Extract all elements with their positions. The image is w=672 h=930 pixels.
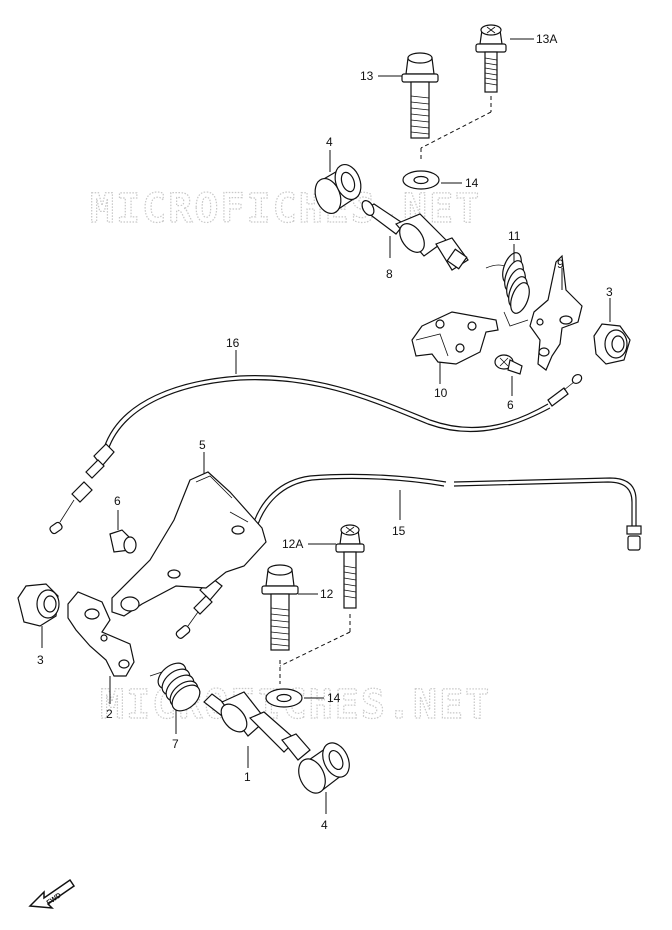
bushing-4-bottom	[298, 742, 350, 794]
cable-16	[49, 373, 583, 535]
callout-7: 7	[172, 737, 179, 751]
bracket-10	[411, 311, 499, 365]
nut-3-left	[17, 583, 60, 627]
callout-9: 9	[557, 257, 564, 271]
callout-10: 10	[434, 386, 448, 400]
callout-4-top: 4	[326, 135, 333, 149]
fwd-arrow-icon: FWD	[28, 878, 76, 909]
callout-4-bottom: 4	[321, 818, 328, 832]
shaft-1	[203, 691, 311, 761]
callout-12: 12	[320, 587, 334, 601]
bracket-5	[111, 471, 267, 617]
bolt-12	[261, 564, 299, 651]
shaft-8	[361, 200, 469, 271]
nut-3-right	[593, 323, 631, 365]
bolt-13a	[475, 24, 507, 93]
callout-12a: 12A	[282, 537, 303, 551]
spring-11	[485, 252, 530, 327]
callout-5: 5	[199, 438, 206, 452]
callout-14-top: 14	[465, 176, 479, 190]
callout-8: 8	[386, 267, 393, 281]
callout-13: 13	[360, 69, 374, 83]
screw-6-left	[109, 529, 137, 554]
callout-15: 15	[392, 524, 406, 538]
callout-2: 2	[106, 707, 113, 721]
callout-6-left: 6	[114, 494, 121, 508]
lever-plate-9	[529, 254, 583, 371]
spring-7	[149, 662, 201, 712]
cable-15	[175, 473, 642, 639]
callout-1: 1	[244, 770, 251, 784]
washer-14-bottom	[265, 688, 303, 708]
callout-13a: 13A	[536, 32, 557, 46]
screw-6-right	[494, 354, 523, 375]
bolt-12a	[335, 524, 365, 609]
bushing-4-top	[314, 163, 362, 215]
callout-3-left: 3	[37, 653, 44, 667]
callout-14-bottom: 14	[327, 691, 341, 705]
callout-16: 16	[226, 336, 240, 350]
callout-11: 11	[508, 229, 521, 243]
lever-2	[67, 591, 135, 677]
washer-14-top	[402, 170, 440, 190]
bolt-13	[401, 52, 439, 139]
callout-6-right: 6	[507, 398, 514, 412]
callout-3-right: 3	[606, 285, 613, 299]
